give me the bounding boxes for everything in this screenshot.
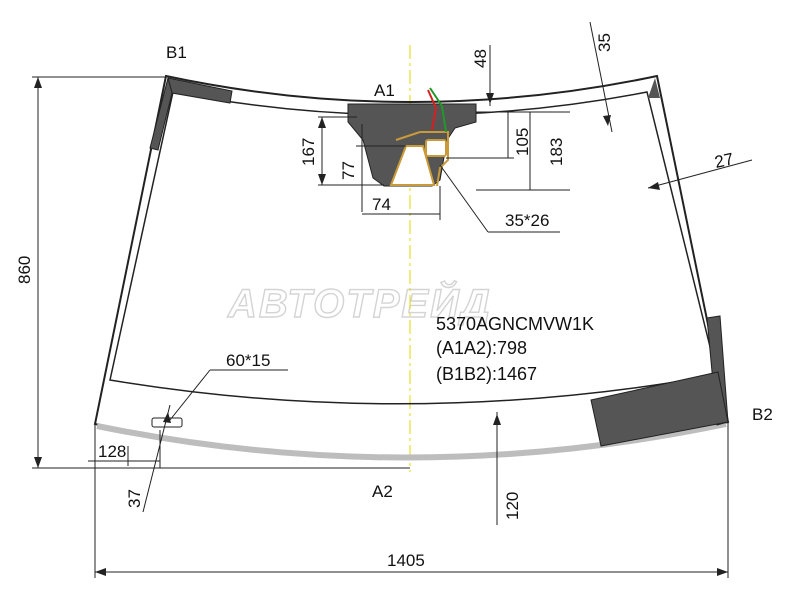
frit-right-top [648,78,660,98]
mirror-pad [425,139,447,157]
dimension-arrows [34,77,728,576]
watermark-text: АВТОТРЕЙД [227,279,492,326]
frit-bottom-right [590,371,729,447]
dim-mirror-183: 183 [547,138,566,166]
dim-left-offset: 128 [98,442,126,461]
wire-green [429,87,447,133]
dim-sensor-inner: 77 [339,161,358,180]
height-a1a2: (A1A2):798 [436,338,527,358]
part-code: 5370AGNCMVW1K [436,314,594,334]
point-b2-label: B2 [752,405,773,424]
dim-mirror-pad: 35*26 [505,211,549,230]
dim-bottom-left-band: 37 [125,489,144,508]
dim-overall-width: 1405 [387,551,425,570]
dim-bottom-band: 120 [503,492,522,520]
dim-top-right-band: 35 [595,33,614,52]
point-a1-label: A1 [374,81,395,100]
point-b1-label: B1 [166,43,187,62]
point-a2-label: A2 [372,482,393,501]
dim-vin-window: 60*15 [226,351,270,370]
width-b1b2: (B1B2):1467 [436,364,537,384]
frit-left-side [149,76,173,151]
glass-bottom-edge [96,421,727,461]
dim-sensor-height: 167 [299,138,318,166]
dim-right-band: 27 [713,149,735,172]
dim-sensor-width: 74 [372,195,391,214]
sensor-outline [395,131,449,187]
sensor-window [389,145,436,186]
dim-top-band: 48 [471,49,490,68]
wire-red [427,89,438,131]
dimension-lines [32,21,753,578]
dim-mirror-105: 105 [513,128,532,156]
dim-overall-height: 860 [15,256,34,284]
